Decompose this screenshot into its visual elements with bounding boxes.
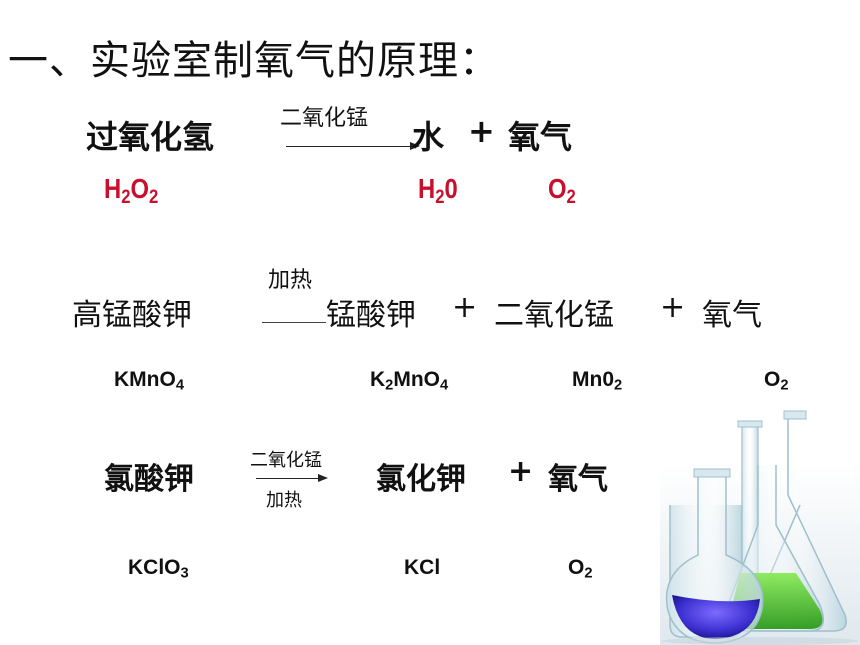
reaction2-product3: 氧气: [702, 298, 762, 333]
reaction3-product1: 氯化钾: [376, 462, 466, 497]
reaction2-line: [262, 322, 326, 323]
reaction3-product2: 氧气: [548, 462, 608, 497]
reaction2-reactant: 高锰酸钾: [72, 298, 192, 333]
reaction3-arrow: [256, 478, 320, 479]
reaction2-product1: 锰酸钾: [326, 298, 416, 333]
reaction2-condition: 加热: [268, 268, 313, 293]
reaction1-reactant: 过氧化氢: [86, 118, 215, 156]
reaction3-condition-top: 二氧化锰: [250, 450, 322, 471]
formula-mno2: Mn02: [572, 368, 623, 394]
formula-kclo3: KClO3: [128, 556, 189, 582]
reaction1-arrow-head: [410, 142, 420, 150]
reaction3-condition-bottom: 加热: [266, 490, 302, 511]
reaction1-plus: +: [468, 112, 495, 150]
reaction1-arrow: [286, 146, 410, 147]
reaction2-product2: 二氧化锰: [494, 298, 614, 333]
formula-k2mno4: K2MnO4: [370, 368, 449, 394]
formula-o2-r2: O2: [764, 368, 789, 394]
formula-kmno4: KMnO4: [114, 368, 184, 394]
page-title: 一、实验室制氧气的原理：: [8, 38, 500, 84]
formula-o2-r3: O2: [568, 556, 593, 582]
reaction3-arrow-head: [318, 474, 328, 482]
reaction2-plus1: +: [452, 290, 478, 325]
reaction2-plus2: +: [660, 290, 686, 325]
reaction1-product1: 水: [412, 118, 445, 156]
reaction1-condition: 二氧化锰: [280, 106, 369, 131]
reaction3-plus: +: [508, 454, 534, 489]
reaction1-product2: 氧气: [508, 118, 573, 156]
formula-h2o2: H2O2: [104, 173, 159, 208]
formula-h2o: H20: [418, 173, 458, 208]
lab-glassware-illustration: [660, 410, 860, 645]
formula-kcl: KCl: [404, 556, 441, 579]
formula-o2-r1: O2: [548, 173, 576, 208]
reaction3-reactant: 氯酸钾: [104, 462, 194, 497]
